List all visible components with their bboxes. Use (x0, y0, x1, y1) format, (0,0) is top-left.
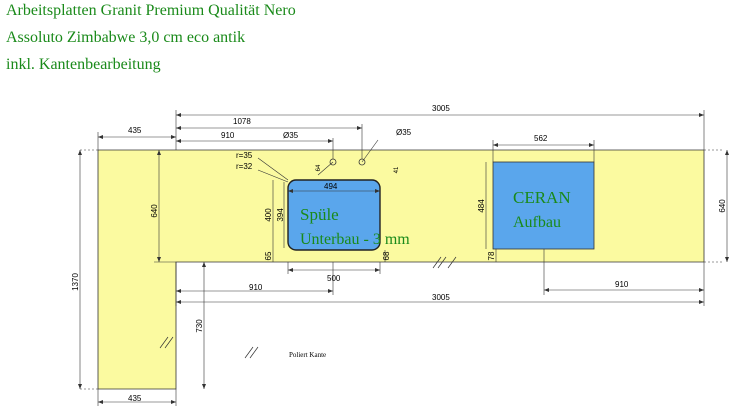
dim-sink-bottom-65: 65 (264, 251, 273, 260)
dim-sink-side-68: 68 (382, 251, 391, 260)
dim-sink-top-64: 64 (316, 164, 322, 171)
dim-radius32: r=32 (236, 162, 253, 171)
dim-total-width-top: 3005 (432, 104, 450, 113)
dim-sink-offset-910-bottom: 910 (249, 283, 263, 292)
cooktop-label-line1: CERAN (513, 188, 571, 207)
cooktop-cutout (492, 161, 595, 250)
title-line-3: inkl. Kantenbearbeitung (6, 56, 161, 73)
countertop-shape (97, 149, 705, 390)
dim-sink-height-400: 400 (264, 208, 273, 222)
dim-leg-width-bottom: 435 (128, 394, 142, 403)
sink-label-line1: Spüle (300, 205, 339, 224)
dim-depth-right: 640 (718, 199, 727, 213)
sink-cutout (287, 179, 381, 251)
polished-edge-marks (159, 256, 457, 359)
dim-total-width-bottom: 3005 (432, 293, 450, 302)
dim-sink-width: 494 (324, 182, 338, 191)
dim-sink-offset-910-top: 910 (221, 131, 235, 140)
edge-note: Poliert Kante (289, 351, 326, 359)
dim-radius35: r=35 (236, 151, 253, 160)
title-line-2: Assoluto Zimbabwe 3,0 cm eco antik (6, 29, 246, 46)
dim-cooktop-bottom-78: 78 (487, 251, 496, 260)
dim-depth-left: 640 (150, 204, 159, 218)
dim-sink-total-500: 500 (327, 274, 341, 283)
dim-sink-offset-1078: 1078 (233, 117, 251, 126)
dim-hole2: Ø35 (396, 128, 412, 137)
cooktop-label-line2: Aufbau (513, 214, 561, 231)
dim-cooktop-height: 484 (477, 199, 486, 213)
dim-cooktop-offset-910: 910 (615, 280, 629, 289)
dim-cooktop-width: 562 (534, 134, 548, 143)
dim-leg-height-730: 730 (195, 319, 204, 333)
dim-leg-width-top: 435 (128, 126, 142, 135)
sink-label-line2: Unterbau - 3 mm (300, 231, 410, 248)
dim-leg-height: 1370 (71, 273, 80, 291)
dim-hole1: Ø35 (283, 131, 299, 140)
title-line-1: Arbeitsplatten Granit Premium Qualität N… (6, 2, 296, 19)
dim-sink-height-394: 394 (276, 208, 285, 222)
dim-sink-top-41: 41 (394, 166, 400, 173)
